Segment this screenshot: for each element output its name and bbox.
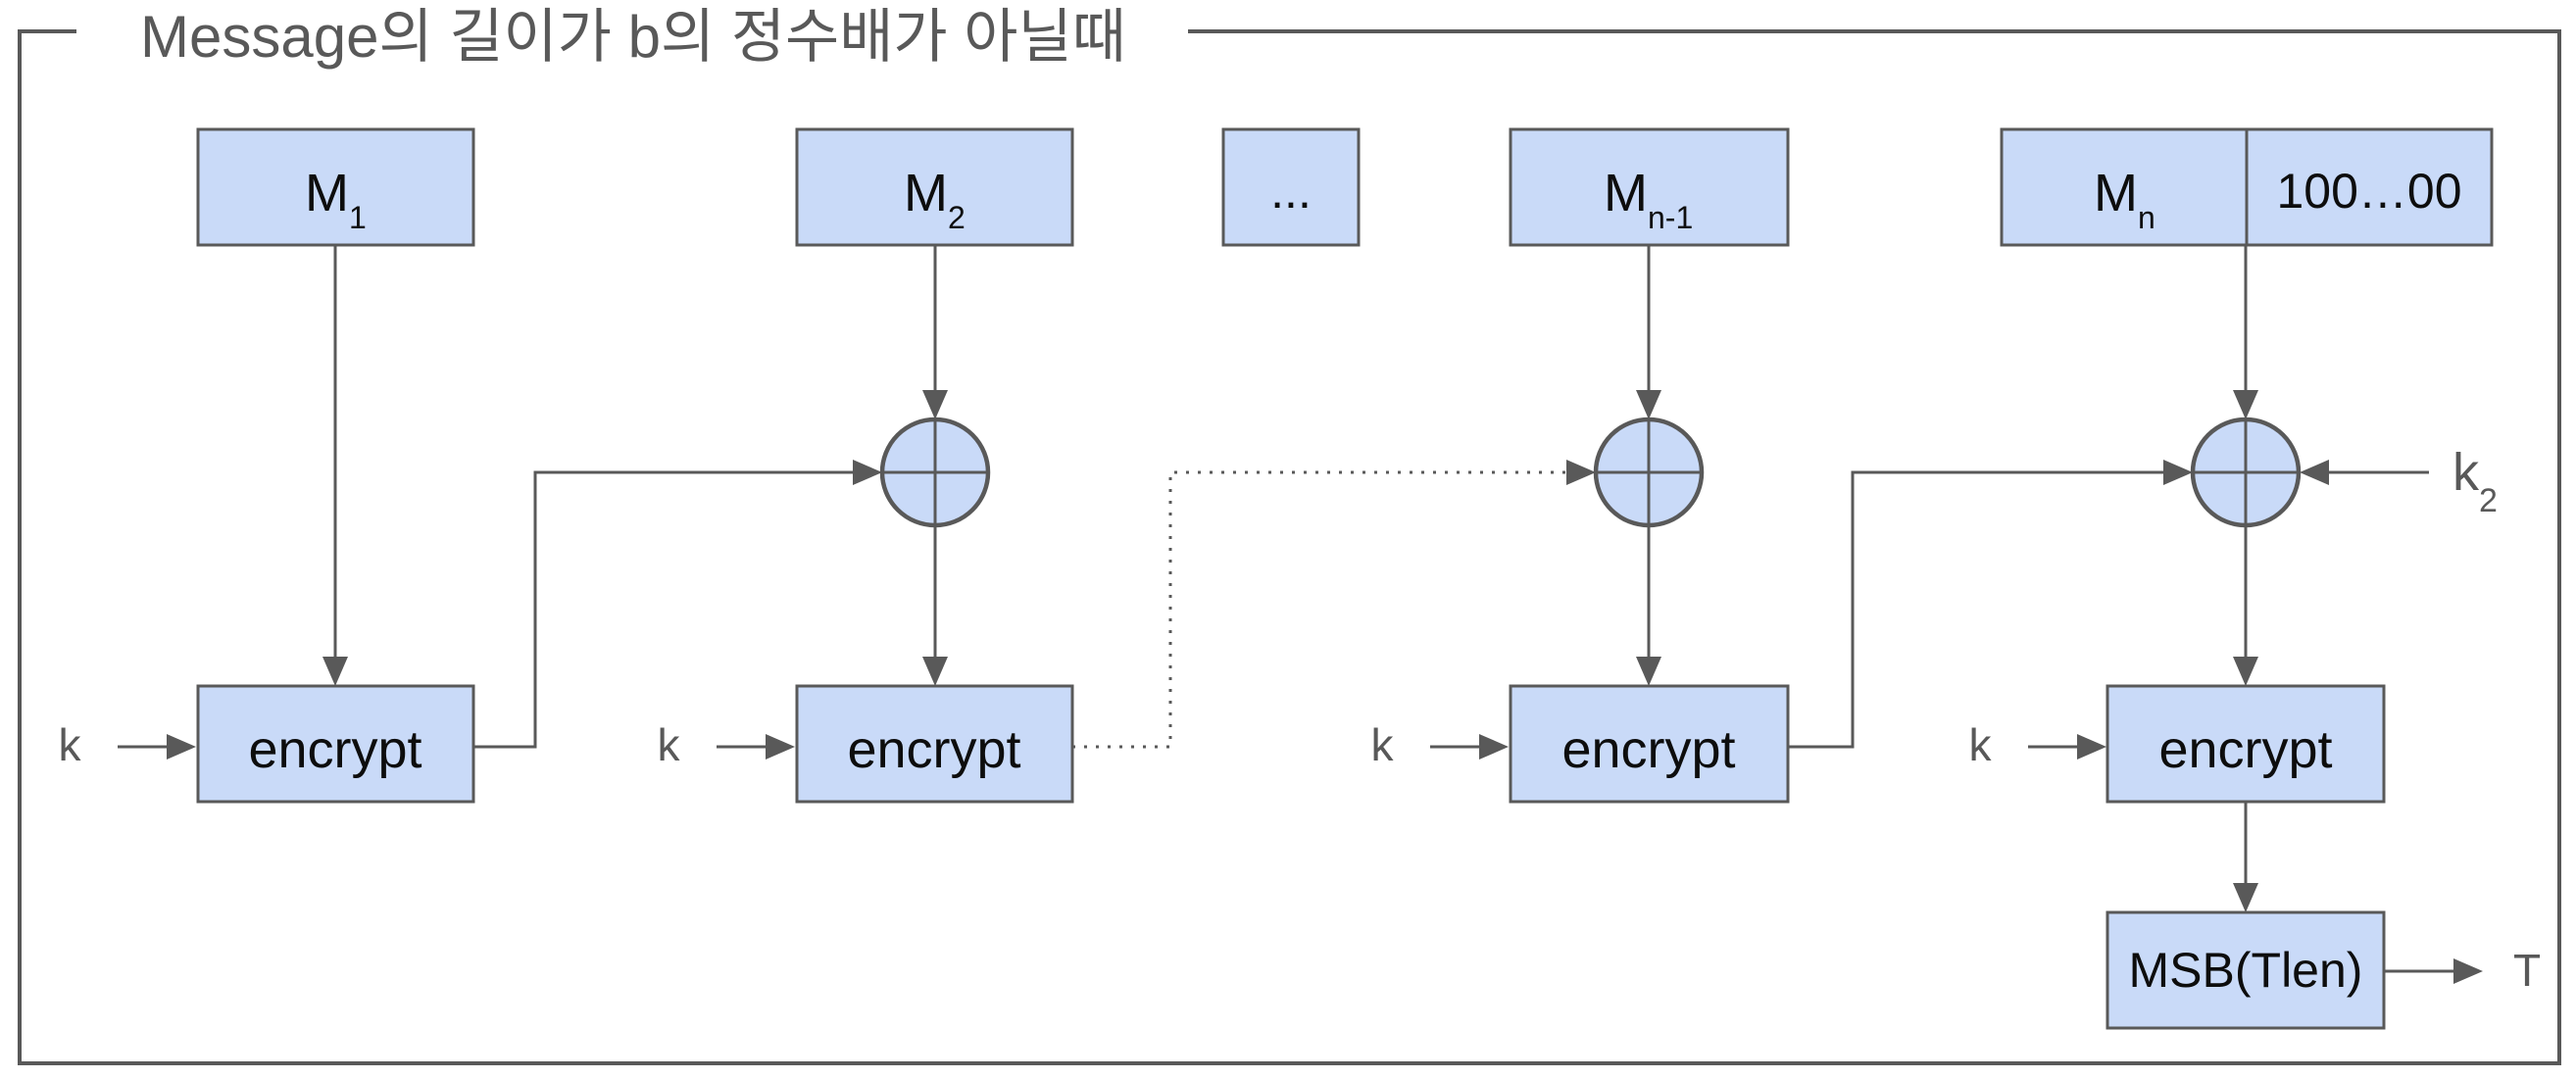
feedback1-arrowhead [853, 460, 882, 485]
mn-label: Mn [2094, 164, 2155, 235]
subkey2-label: k2 [2452, 443, 2498, 519]
outer-frame-border [18, 29, 2561, 1065]
mn-minus1-label: Mn-1 [1604, 164, 1693, 235]
key1-label: k [59, 719, 82, 770]
key1-arrowhead [167, 734, 196, 760]
arrowhead-xor3-encrypt3 [1636, 657, 1661, 686]
feedback3-arrowhead [2163, 460, 2193, 485]
feedback3-path [1788, 470, 2167, 749]
encrypt3-label: encrypt [1561, 720, 1735, 779]
msb-block [2105, 910, 2386, 1030]
encrypt1-block [196, 684, 475, 804]
encrypt4-label: encrypt [2158, 720, 2332, 779]
arrowhead-m2-xor2 [922, 390, 948, 419]
ellipsis-block [1221, 127, 1361, 247]
key4-arrowhead [2077, 734, 2106, 760]
arrowhead-mn1-xor3 [1636, 390, 1661, 419]
key4-label: k [1969, 719, 1993, 770]
diagram-title: Message의 길이가 b의 정수배가 아닐때 [140, 4, 1126, 70]
m2-subscript: 2 [948, 200, 966, 235]
msb-label: MSB(Tlen) [2129, 943, 2363, 998]
arrowhead-xor4-encrypt4 [2233, 657, 2258, 686]
mn-minus1-base: M [1604, 164, 1648, 222]
encrypt2-label: encrypt [847, 720, 1020, 779]
key3-label: k [1371, 719, 1395, 770]
subkey2-subscript: 2 [2479, 482, 2498, 519]
feedback1-path [473, 470, 857, 749]
mn-base: M [2094, 164, 2138, 222]
encrypt4-block [2105, 684, 2386, 804]
subkey2-arrowhead [2300, 460, 2329, 485]
mn-minus1-block [1509, 127, 1790, 247]
key2-label: k [658, 719, 681, 770]
arrowhead-xor2-encrypt2 [922, 657, 948, 686]
mn-minus1-subscript: n-1 [1648, 200, 1693, 235]
m2-base: M [904, 164, 948, 222]
encrypt3-block [1509, 684, 1790, 804]
arrowhead-mn-xor4 [2233, 390, 2258, 419]
m1-label: M1 [305, 164, 367, 235]
feedback2-dotted-path [1072, 470, 1568, 749]
subkey2-base: k [2452, 443, 2480, 502]
feedback2-arrowhead [1566, 460, 1596, 485]
encrypt1-label: encrypt [248, 720, 421, 779]
ellipsis-label: ... [1270, 164, 1312, 219]
m1-subscript: 1 [349, 200, 367, 235]
tag-output-label: T [2513, 945, 2541, 996]
padding-label: 100…00 [2276, 164, 2461, 219]
key3-arrowhead [1479, 734, 1509, 760]
arrowhead-m1-encrypt1 [322, 657, 348, 686]
key2-arrowhead [766, 734, 795, 760]
arrowhead-encrypt4-msb [2233, 883, 2258, 912]
mn-subscript: n [2138, 200, 2155, 235]
m1-base: M [305, 164, 349, 222]
m2-label: M2 [904, 164, 966, 235]
encrypt2-block [795, 684, 1074, 804]
tag-output-arrowhead [2453, 958, 2483, 984]
